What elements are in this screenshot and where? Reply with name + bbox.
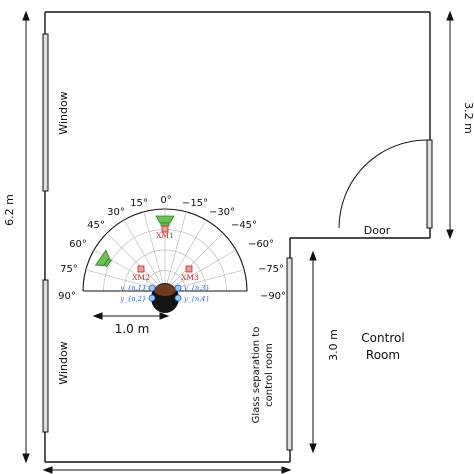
window-upper-label: Window — [57, 91, 70, 134]
angle-labels: 0° 15° 30° 45° 60° 75° 90° −15° −30° −45… — [58, 195, 286, 302]
polar-spoke — [164, 232, 224, 292]
glass-separation-label-line1: Glass separation to — [251, 327, 262, 424]
array-mic-label: y_{n,4} — [183, 295, 210, 303]
loudspeaker-icon — [160, 222, 170, 227]
door-leaf — [426, 139, 433, 229]
mic-dot-icon — [174, 294, 182, 302]
loudspeaker-front — [155, 215, 175, 227]
door — [338, 139, 433, 229]
array-mic-label: y_{n,2} — [119, 295, 146, 303]
angle-label-minus-30: −30° — [209, 207, 235, 218]
mic-dot-icon — [174, 284, 182, 292]
loudspeaker-icon — [155, 215, 175, 224]
angle-label-60: 60° — [69, 239, 87, 250]
array-mic-1: y_{n,1} — [119, 284, 156, 292]
door-label: Door — [364, 224, 391, 237]
array-mic-4: y_{n,4} — [174, 294, 210, 303]
right-upper-dimension: 3.2 m — [462, 102, 474, 134]
reference-mic-xm2: XM2 — [132, 265, 150, 282]
mic-dot-icon — [148, 284, 156, 292]
reference-mic-label: XM1 — [156, 231, 174, 240]
room-height-dimension: 6.2 m — [3, 194, 16, 226]
mic-square-icon — [137, 265, 145, 273]
scale-bar-dimension: 1.0 m — [115, 322, 150, 336]
listener-hair-icon — [154, 284, 176, 296]
angle-label-minus-15: −15° — [182, 198, 208, 209]
array-mic-label: y_{n,1} — [119, 284, 146, 292]
polar-spoke — [164, 219, 207, 292]
angle-label-30: 30° — [107, 207, 125, 218]
window-lower-label: Window — [57, 341, 70, 384]
angle-label-minus-45: −45° — [231, 220, 257, 231]
array-mic-label: y_{n,3} — [183, 284, 210, 292]
window-upper-frame — [42, 33, 49, 192]
glass-separation-label-line2: control room — [264, 343, 275, 407]
glass-separation-frame — [286, 257, 293, 451]
angle-label-minus-75: −75° — [258, 264, 284, 275]
polar-spoke — [123, 219, 166, 292]
polar-spoke — [164, 249, 237, 292]
polar-spoke — [106, 232, 166, 292]
listener-head — [151, 283, 179, 313]
dimension-lines — [22, 10, 454, 474]
right-lower-dimension: 3.0 m — [327, 329, 340, 361]
polar-spoke — [164, 211, 187, 292]
array-mic-2: y_{n,2} — [119, 294, 156, 303]
angle-label-45: 45° — [87, 220, 105, 231]
control-room-label-line2: Room — [366, 348, 400, 362]
mic-square-icon — [185, 265, 193, 273]
angle-label-minus-90: −90° — [260, 291, 286, 302]
angle-label-minus-60: −60° — [248, 239, 274, 250]
angle-label-75: 75° — [60, 264, 78, 275]
door-swing-arc — [338, 139, 428, 229]
reference-mic-label: XM2 — [132, 273, 150, 282]
reference-mic-xm1: XM1 — [156, 225, 174, 240]
mic-dot-icon — [148, 294, 156, 302]
reference-mic-label: XM3 — [181, 273, 199, 282]
window-lower-frame — [42, 279, 49, 433]
angle-label-15: 15° — [130, 198, 148, 209]
mic-square-icon — [161, 225, 169, 233]
control-room-label-line1: Control — [361, 331, 404, 345]
angle-label-90: 90° — [58, 291, 76, 302]
polar-spoke — [143, 211, 166, 292]
array-mic-3: y_{n,3} — [174, 284, 210, 292]
angle-label-0: 0° — [160, 195, 171, 206]
loudspeaker-icon — [103, 257, 112, 268]
loudspeaker-left — [94, 249, 112, 268]
reference-mic-xm3: XM3 — [181, 265, 199, 282]
